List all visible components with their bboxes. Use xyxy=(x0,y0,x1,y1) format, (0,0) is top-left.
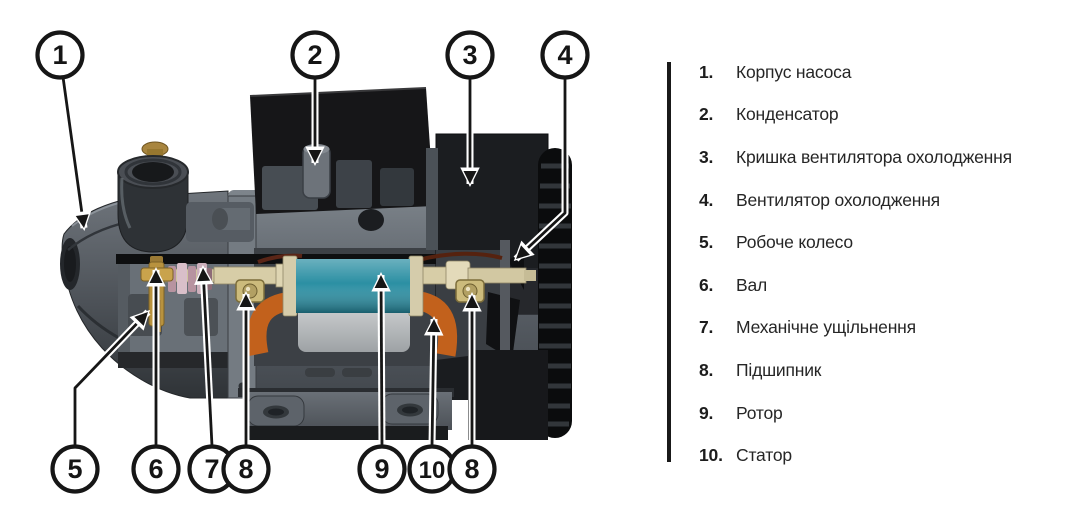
motor-rear-bracket xyxy=(426,148,438,250)
legend-item-9: 9. Ротор xyxy=(699,392,1069,435)
inlet-port xyxy=(117,141,189,253)
svg-text:3: 3 xyxy=(462,40,477,70)
stator-edge xyxy=(257,253,303,264)
fan-cover-ribbed-cap xyxy=(436,148,572,440)
callout-2-capacitor-line xyxy=(305,78,325,166)
callout-6-shaft-line xyxy=(146,267,166,446)
legend-item-number: 7. xyxy=(699,317,714,338)
legend-item-number: 10. xyxy=(699,445,723,466)
legend-item-number: 3. xyxy=(699,146,714,167)
callout-9-rotor-line xyxy=(371,272,391,447)
svg-text:1: 1 xyxy=(52,40,67,70)
svg-text:5: 5 xyxy=(67,454,82,484)
legend-item-5: 5. Робоче колесо xyxy=(699,221,1069,264)
legend-item-number: 6. xyxy=(699,274,714,295)
callout-8-bearing-badge: 8 xyxy=(221,444,271,494)
callout-9-rotor-badge: 9 xyxy=(357,444,407,494)
callout-7-mechanical-seal-line xyxy=(194,265,216,447)
legend-item-label: Вал xyxy=(736,274,768,295)
legend-item-label: Механічне ущільнення xyxy=(736,317,916,338)
callout-1-pump-housing-line xyxy=(59,76,92,231)
motor-front-bracket xyxy=(186,202,254,242)
legend-item-label: Ротор xyxy=(736,402,783,423)
legend-item-number: 4. xyxy=(699,189,714,210)
callout-1-pump-housing-badge: 1 xyxy=(35,30,85,80)
callout-5-impeller-badge: 5 xyxy=(50,444,100,494)
legend-item-4: 4. Вентилятор охолодження xyxy=(699,179,1069,222)
legend-item-1: 1. Корпус насоса xyxy=(699,51,1069,94)
legend-divider xyxy=(667,62,671,462)
legend-item-number: 1. xyxy=(699,61,714,82)
svg-text:9: 9 xyxy=(374,454,389,484)
legend-item-number: 5. xyxy=(699,232,714,253)
legend-item-8: 8. Підшипник xyxy=(699,349,1069,392)
legend-item-10: 10. Статор xyxy=(699,434,1069,477)
svg-text:2: 2 xyxy=(307,40,322,70)
legend-item-7: 7. Механічне ущільнення xyxy=(699,307,1069,350)
terminal-box xyxy=(249,87,434,231)
svg-text:8: 8 xyxy=(464,454,479,484)
legend-item-number: 9. xyxy=(699,402,714,423)
legend-item-label: Вентилятор охолодження xyxy=(736,189,940,210)
cable-gland xyxy=(358,209,384,231)
svg-text:8: 8 xyxy=(238,454,253,484)
parts-legend: 1. Корпус насоса 2. Конденсатор 3. Кришк… xyxy=(699,51,1069,477)
legend-item-label: Робоче колесо xyxy=(736,232,853,253)
legend-item-6: 6. Вал xyxy=(699,264,1069,307)
callout-4-cooling-fan-badge: 4 xyxy=(540,30,590,80)
callout-8-bearing-line xyxy=(236,291,256,446)
rotor xyxy=(282,255,424,317)
legend-item-3: 3. Кришка вентилятора охолодження xyxy=(699,136,1069,179)
callout-8-bearing-line xyxy=(462,292,482,446)
bearing-left xyxy=(235,279,265,303)
legend-item-number: 8. xyxy=(699,359,714,380)
callout-4-cooling-fan-line xyxy=(513,78,569,262)
callout-3-fan-cover-line xyxy=(460,78,480,187)
legend-item-2: 2. Конденсатор xyxy=(699,94,1069,137)
svg-text:6: 6 xyxy=(148,454,163,484)
callout-6-shaft-badge: 6 xyxy=(131,444,181,494)
callout-2-capacitor-badge: 2 xyxy=(290,30,340,80)
legend-item-label: Підшипник xyxy=(736,359,822,380)
motor-base xyxy=(238,388,454,440)
legend-item-label: Конденсатор xyxy=(736,104,839,125)
callout-10-stator-line xyxy=(423,316,444,447)
callout-3-fan-cover-badge: 3 xyxy=(445,30,495,80)
svg-text:7: 7 xyxy=(204,454,219,484)
stator-edge xyxy=(417,251,503,262)
callout-10-stator-badge: 10 xyxy=(407,444,457,494)
callout-8-bearing-badge: 8 xyxy=(447,444,497,494)
svg-text:10: 10 xyxy=(419,457,446,484)
legend-item-number: 2. xyxy=(699,104,714,125)
callout-7-mechanical-seal-badge: 7 xyxy=(187,444,237,494)
legend-item-label: Кришка вентилятора охолодження xyxy=(736,146,1012,167)
legend-item-label: Статор xyxy=(736,445,792,466)
legend-item-label: Корпус насоса xyxy=(736,61,852,82)
svg-text:4: 4 xyxy=(557,40,572,70)
callout-5-impeller-line xyxy=(71,309,151,446)
